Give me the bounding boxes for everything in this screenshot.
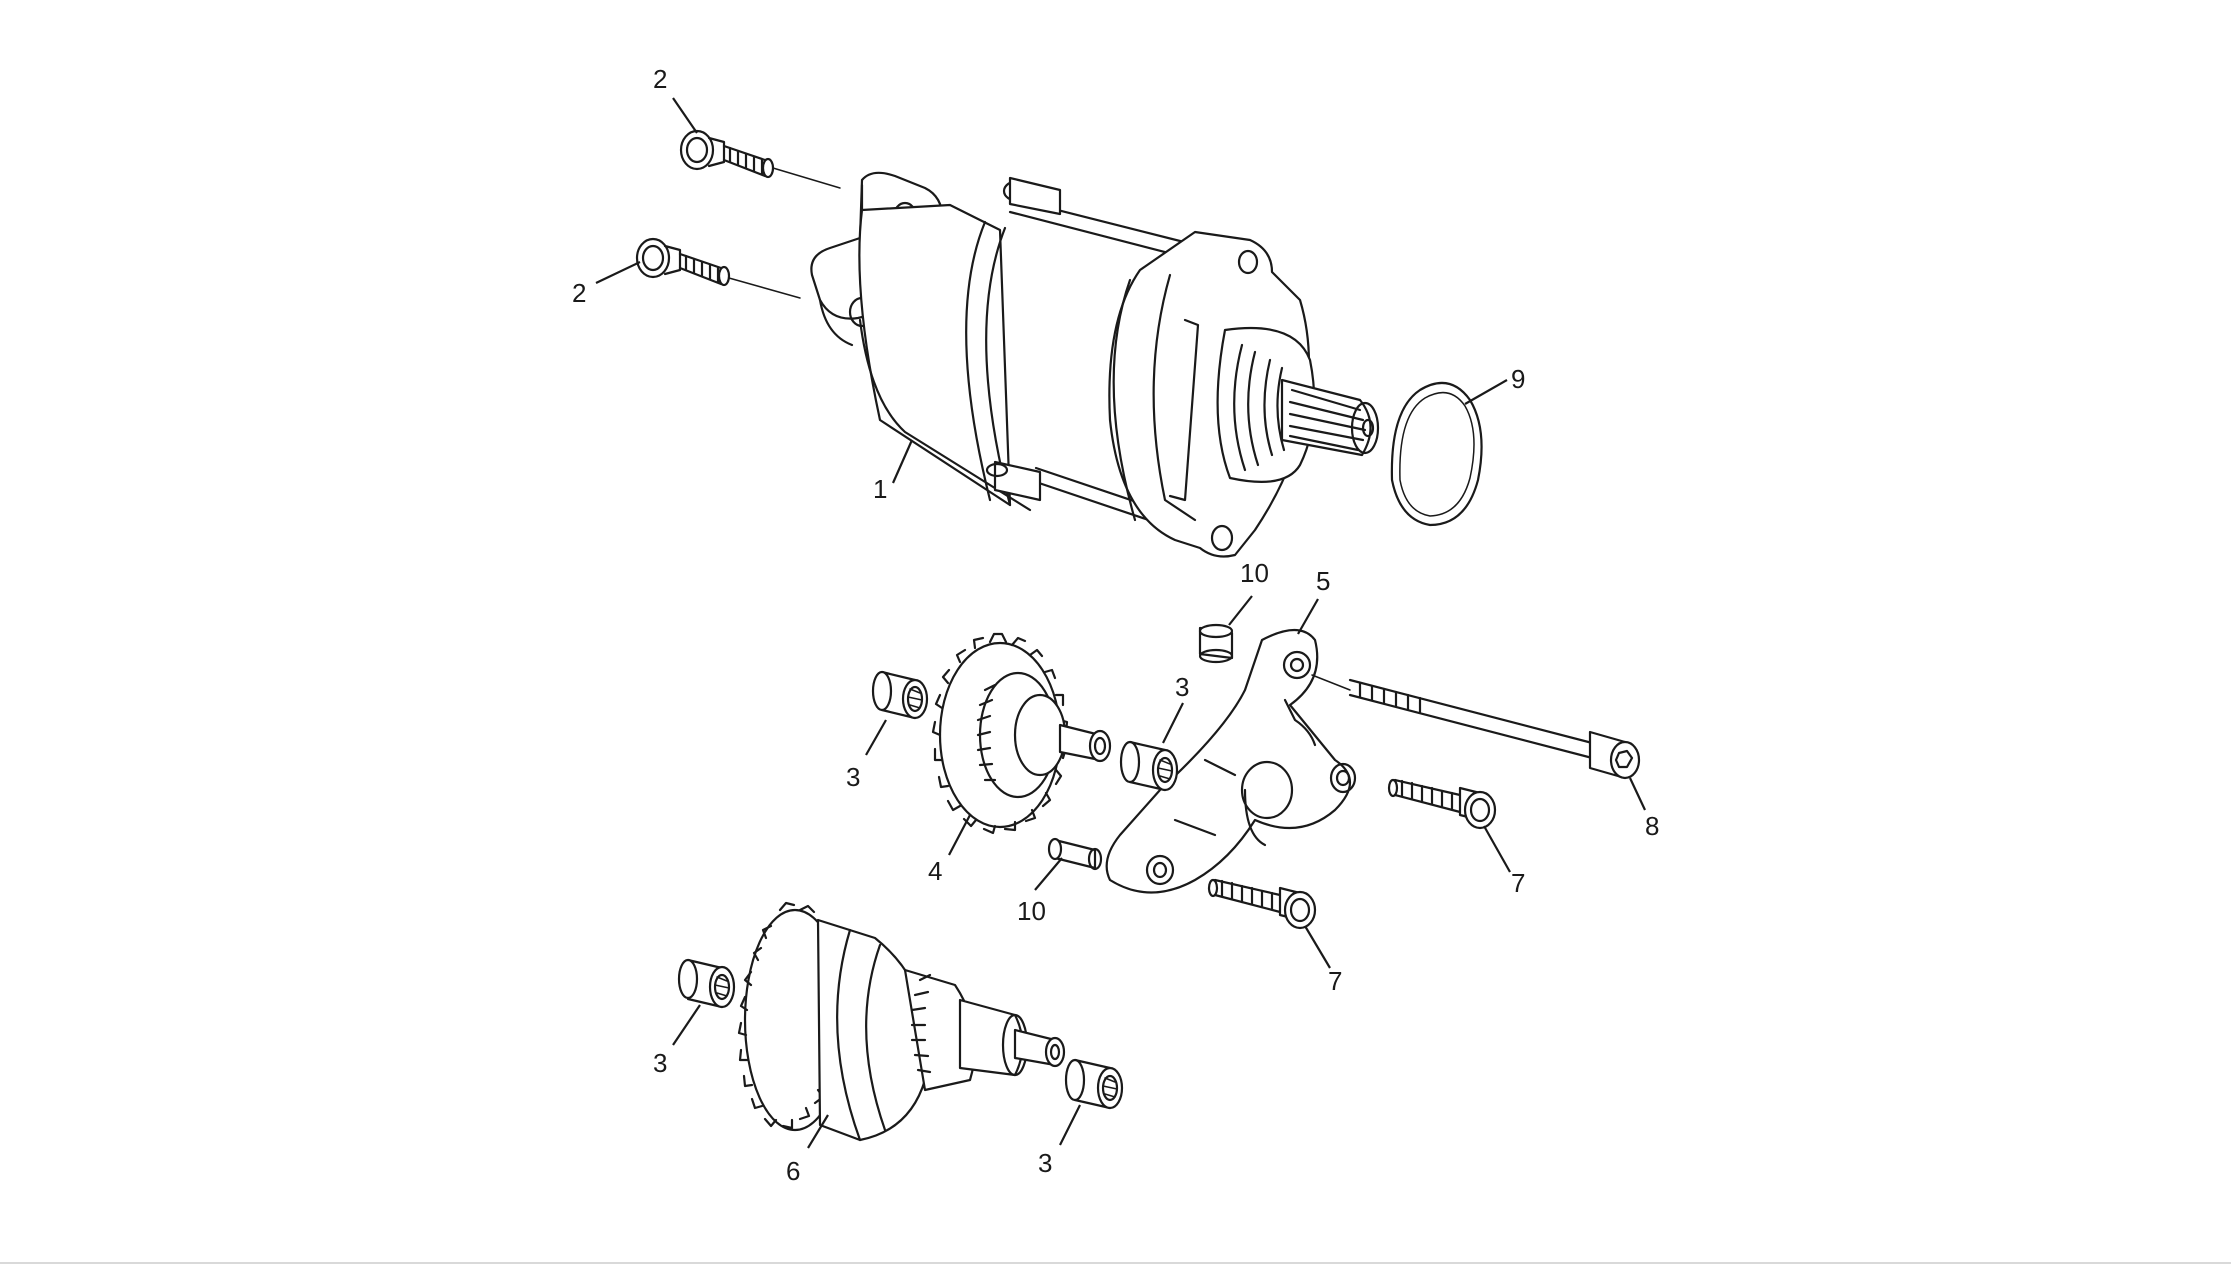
dowel-upper [1198,623,1234,664]
callout-4: 4 [928,856,942,886]
callout-2a: 2 [653,64,667,94]
intermediate-gear [931,632,1112,835]
callout-7b: 7 [1328,966,1342,996]
needle-bearing-c [677,958,736,1009]
callout-labels: 2 2 1 9 10 5 3 3 4 8 7 10 7 3 6 3 [572,64,1659,1186]
leader-lines [595,97,1646,1149]
needle-bearing-b [1119,740,1179,792]
callout-3b: 3 [1175,672,1189,702]
needle-bearing-a [871,670,929,720]
leader-7a [1483,825,1511,873]
leader-7b [1304,925,1331,969]
leader-3d [1059,1104,1081,1146]
needle-bearing-d [1064,1058,1124,1110]
flange-bolt-lower [1207,878,1317,930]
callout-7a: 7 [1511,868,1525,898]
callout-10b: 10 [1017,896,1046,926]
leader-1 [891,439,914,484]
leader-3b [1162,702,1184,744]
leader-8 [1629,777,1646,811]
leader-3a [865,719,887,756]
leader-5 [1297,598,1319,635]
callout-8: 8 [1645,811,1659,841]
bracket [1105,628,1357,894]
callout-5: 5 [1316,566,1330,596]
leader-9 [1464,379,1508,405]
callout-9: 9 [1511,364,1525,394]
callout-3d: 3 [1038,1148,1052,1178]
starter-motor [810,171,1380,558]
flange-bolt-upper [1387,778,1497,830]
callout-3a: 3 [846,762,860,792]
callout-6: 6 [786,1156,800,1186]
callout-1: 1 [873,474,887,504]
bolt-lower [635,237,801,299]
leader-6 [807,1114,829,1149]
callout-2b: 2 [572,278,586,308]
leader-10a [1228,595,1253,626]
bolt-upper [679,129,841,189]
leader-3c [672,1004,701,1046]
callout-10a: 10 [1240,558,1269,588]
dowel-lower [1047,837,1103,871]
long-bolt [1348,678,1641,780]
bottom-divider [0,1262,2231,1264]
leader-10b [1034,857,1063,891]
callout-3c: 3 [653,1048,667,1078]
starter-clutch-gear [737,901,1066,1142]
o-ring [1390,381,1483,527]
leader-2b [595,261,641,284]
leader-4 [948,814,971,856]
leader-2a [672,97,698,134]
